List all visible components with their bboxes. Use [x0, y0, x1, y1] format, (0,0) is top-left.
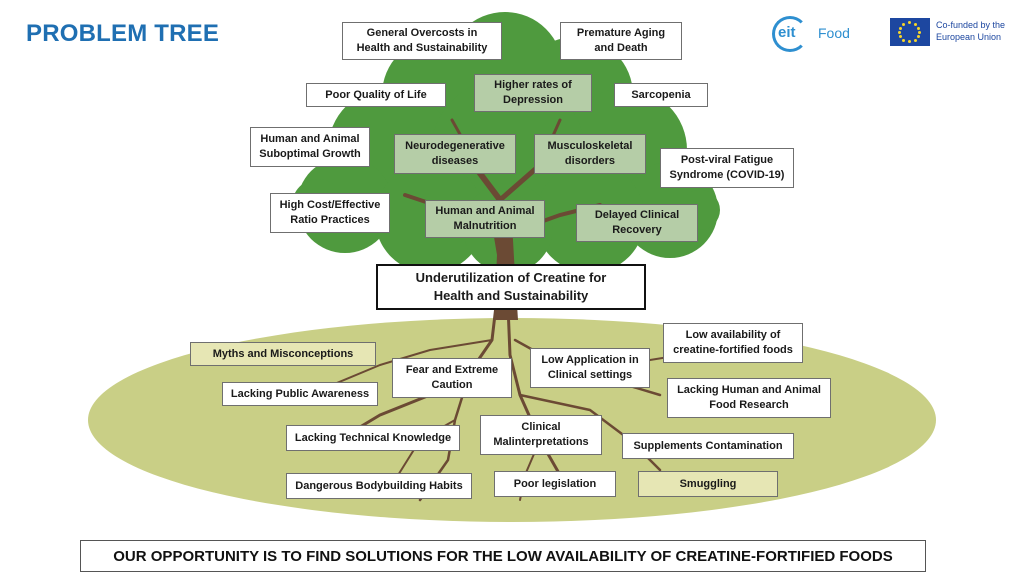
cause-public-awareness: Lacking Public Awareness	[222, 382, 378, 406]
page-title: PROBLEM TREE	[26, 20, 220, 47]
effect-premature-aging: Premature Aging and Death	[560, 22, 682, 60]
cause-supplements-contamination: Supplements Contamination	[622, 433, 794, 459]
cause-fear-caution: Fear and Extreme Caution	[392, 358, 512, 398]
effect-sarcopenia: Sarcopenia	[614, 83, 708, 107]
eu-flag-icon	[890, 18, 930, 46]
cause-clinical-malinterpretations: Clinical Malinterpretations	[480, 415, 602, 455]
eit-logo-food: Food	[818, 25, 850, 41]
cause-bodybuilding-habits: Dangerous Bodybuilding Habits	[286, 473, 472, 499]
cause-clinical-settings: Low Application in Clinical settings	[530, 348, 650, 388]
cause-poor-legislation: Poor legislation	[494, 471, 616, 497]
core-problem: Underutilization of Creatine for Health …	[376, 264, 646, 310]
effect-high-cost-ratio: High Cost/Effective Ratio Practices	[270, 193, 390, 233]
effect-post-viral-fatigue: Post-viral Fatigue Syndrome (COVID-19)	[660, 148, 794, 188]
cause-smuggling: Smuggling	[638, 471, 778, 497]
effect-neurodegenerative: Neurodegenerative diseases	[394, 134, 516, 174]
effect-delayed-recovery: Delayed Clinical Recovery	[576, 204, 698, 242]
effect-suboptimal-growth: Human and Animal Suboptimal Growth	[250, 127, 370, 167]
effect-musculoskeletal: Musculoskeletal disorders	[534, 134, 646, 174]
eit-ring-icon	[772, 16, 808, 52]
cause-myths: Myths and Misconceptions	[190, 342, 376, 366]
effect-general-overcosts: General Overcosts in Health and Sustaina…	[342, 22, 502, 60]
eu-label-line1: Co-funded by the	[936, 20, 1006, 30]
cause-technical-knowledge: Lacking Technical Knowledge	[286, 425, 460, 451]
cause-low-availability: Low availability of creatine-fortified f…	[663, 323, 803, 363]
eu-label-line2: European Union	[936, 31, 1002, 42]
effect-malnutrition: Human and Animal Malnutrition	[425, 200, 545, 238]
effect-depression: Higher rates of Depression	[474, 74, 592, 112]
effect-poor-quality-of-life: Poor Quality of Life	[306, 83, 446, 107]
eit-logo-mark: eit	[778, 24, 796, 41]
eu-cofunded-label: Co-funded by the European Union	[936, 20, 1022, 43]
eit-food-logo: eit Food	[772, 16, 862, 52]
cause-food-research: Lacking Human and Animal Food Research	[667, 378, 831, 418]
opportunity-banner: OUR OPPORTUNITY IS TO FIND SOLUTIONS FOR…	[80, 540, 926, 572]
